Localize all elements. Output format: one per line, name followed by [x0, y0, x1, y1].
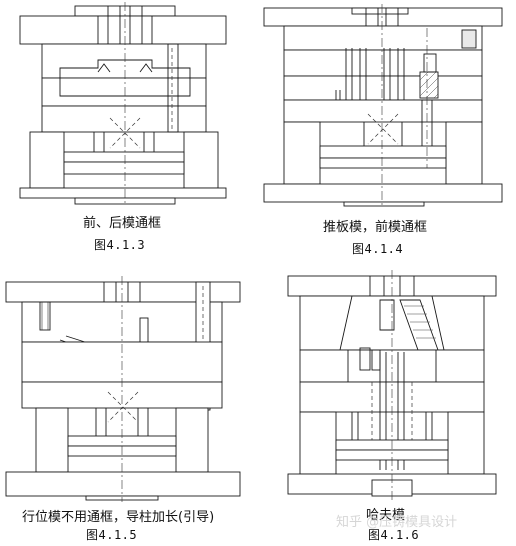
mold-drawing-4-1-4 — [263, 4, 503, 208]
figure-number-4-1-4: 图4.1.4 — [352, 242, 404, 256]
caption-4-1-3: 前、后模通框 — [83, 216, 162, 231]
mold-drawing-4-1-5 — [5, 276, 241, 502]
mold-drawing-4-1-3 — [19, 2, 227, 206]
caption-4-1-5: 行位模不用通框，导柱加长(引导) — [22, 510, 215, 525]
caption-4-1-4: 推板模，前模通框 — [323, 220, 428, 235]
figure-number-4-1-6: 图4.1.6 — [368, 528, 420, 542]
figure-number-4-1-3: 图4.1.3 — [94, 238, 146, 252]
watermark: 知乎 @压铸模具设计 — [336, 515, 458, 530]
figure-number-4-1-5: 图4.1.5 — [86, 528, 138, 542]
mold-drawing-4-1-6 — [287, 270, 497, 500]
caption-4-1-6: 哈夫模 — [366, 508, 406, 523]
